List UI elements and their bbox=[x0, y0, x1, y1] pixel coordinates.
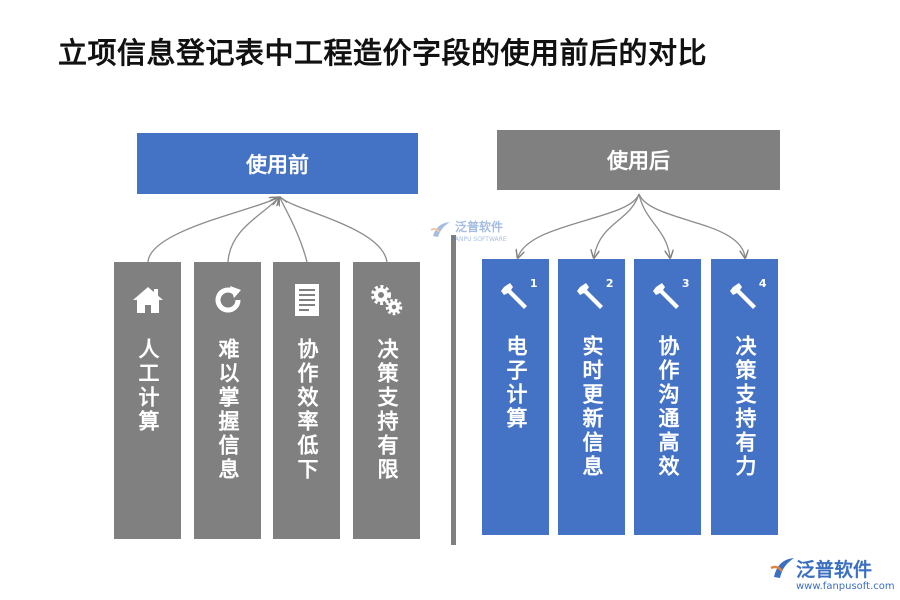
corner-watermark: 泛普软件 www.fanpusoft.com bbox=[768, 553, 895, 597]
gears-icon bbox=[369, 282, 405, 318]
card-after-3-number: 3 bbox=[681, 277, 690, 290]
card-before-4: 决策支持有限 bbox=[353, 262, 420, 539]
brand-logo-icon bbox=[770, 558, 794, 578]
card-after-2: 2 实时更新信息 bbox=[558, 259, 625, 535]
card-after-3-label: 协作沟通高效 bbox=[656, 335, 680, 479]
card-after-3: 3 协作沟通高效 bbox=[634, 259, 701, 535]
card-before-4-label: 决策支持有限 bbox=[375, 338, 399, 482]
card-after-1-number: 1 bbox=[529, 277, 538, 290]
card-after-4: 4 决策支持有力 bbox=[711, 259, 778, 535]
connector-before-2 bbox=[227, 198, 278, 263]
wrench-icon: 4 bbox=[727, 277, 767, 315]
card-after-1-label: 电子计算 bbox=[504, 335, 528, 431]
connector-after-1 bbox=[518, 193, 640, 257]
corner-watermark-brand: 泛普软件 bbox=[796, 559, 873, 581]
card-before-3-label: 协作效率低下 bbox=[295, 338, 319, 482]
card-after-2-label: 实时更新信息 bbox=[580, 335, 604, 479]
header-after: 使用后 bbox=[497, 130, 780, 190]
divider-line bbox=[451, 235, 456, 545]
center-watermark: 泛普软件 FANPU SOFTWARE bbox=[430, 216, 507, 243]
corner-watermark-site: www.fanpusoft.com bbox=[796, 581, 895, 592]
card-before-3: 协作效率低下 bbox=[273, 262, 340, 539]
connector-after-3 bbox=[638, 193, 670, 257]
connector-before-3 bbox=[280, 198, 308, 263]
connector-before-4 bbox=[280, 197, 388, 263]
refresh-icon bbox=[210, 282, 246, 318]
document-icon bbox=[289, 282, 325, 318]
header-before: 使用前 bbox=[137, 133, 418, 194]
card-after-4-number: 4 bbox=[758, 277, 767, 290]
center-watermark-sub: FANPU SOFTWARE bbox=[452, 236, 507, 243]
center-watermark-brand: 泛普软件 bbox=[455, 220, 504, 234]
card-before-2: 难以掌握信息 bbox=[194, 262, 261, 539]
card-before-1-label: 人工计算 bbox=[136, 338, 160, 434]
connector-after-4 bbox=[638, 193, 745, 257]
connector-before-1 bbox=[147, 198, 277, 263]
card-after-2-number: 2 bbox=[605, 277, 614, 290]
home-icon bbox=[130, 282, 166, 318]
connector-after-2 bbox=[594, 193, 640, 257]
page-title: 立项信息登记表中工程造价字段的使用前后的对比 bbox=[58, 36, 708, 70]
wrench-icon: 2 bbox=[574, 277, 614, 315]
card-after-1: 1 电子计算 bbox=[482, 259, 549, 535]
card-before-1: 人工计算 bbox=[114, 262, 181, 539]
card-after-4-label: 决策支持有力 bbox=[733, 335, 757, 479]
brand-logo-icon bbox=[430, 221, 450, 237]
wrench-icon: 3 bbox=[650, 277, 690, 315]
card-before-2-label: 难以掌握信息 bbox=[216, 338, 240, 482]
wrench-icon: 1 bbox=[498, 277, 538, 315]
